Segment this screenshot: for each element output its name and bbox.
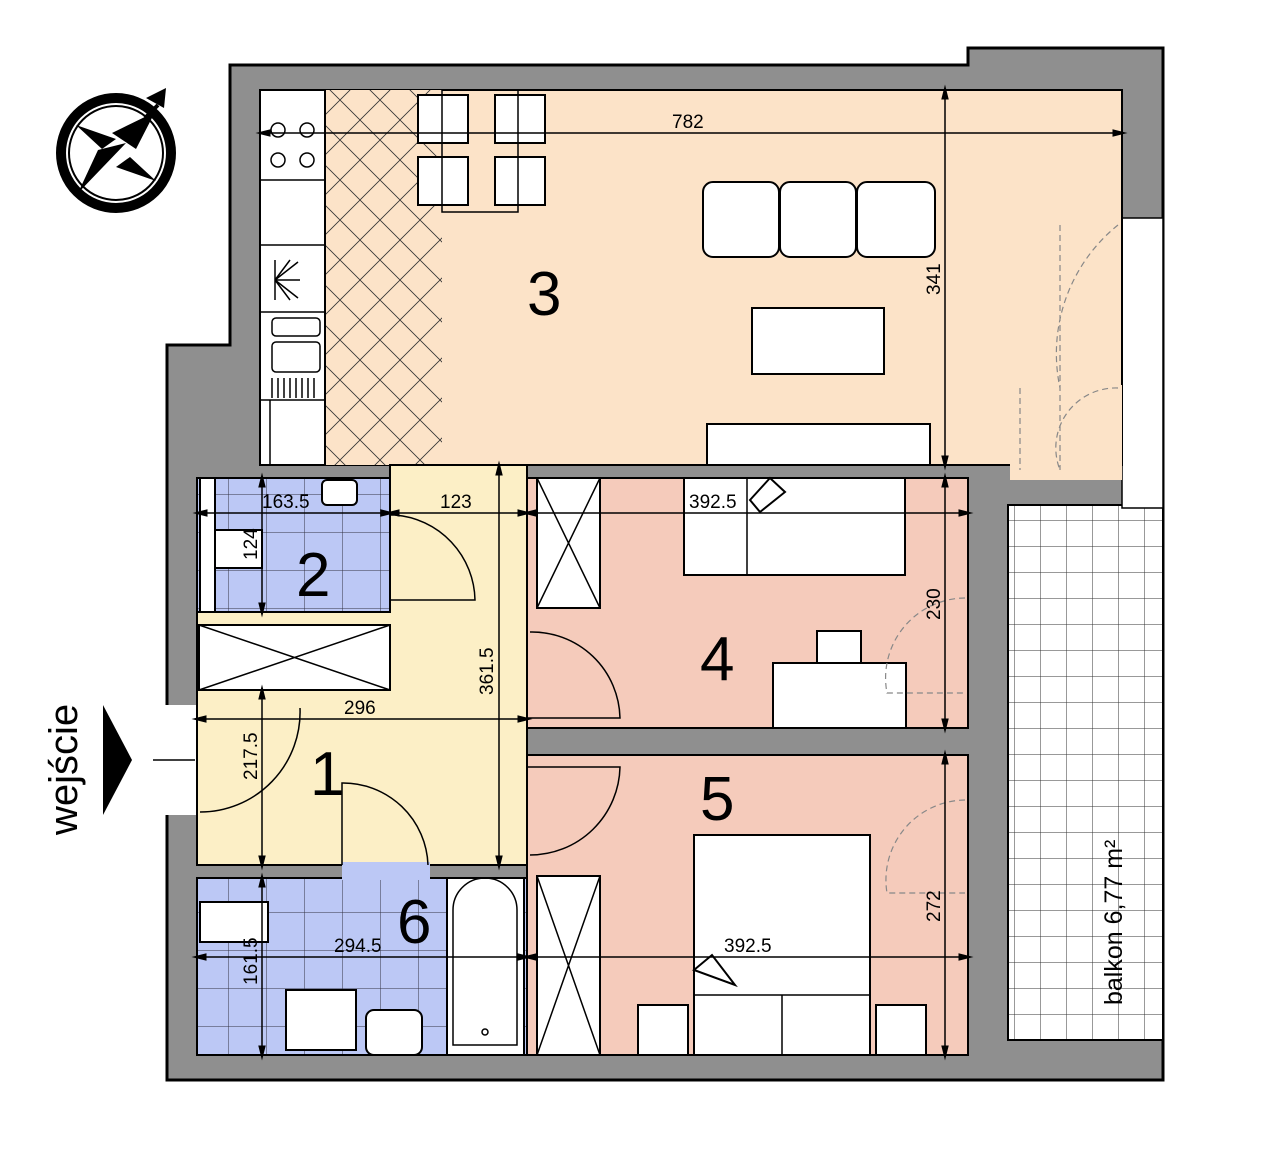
desk xyxy=(772,662,907,729)
nightstand-right xyxy=(875,1004,927,1056)
room-number-4: 4 xyxy=(700,625,734,694)
balcony xyxy=(1007,504,1164,1041)
nightstand-left xyxy=(637,1004,689,1056)
kitchen-counter xyxy=(259,89,326,466)
wardrobe xyxy=(198,624,391,691)
room-4-door-swing xyxy=(527,631,621,719)
dim-room5-depth: 272 xyxy=(924,890,945,922)
wc-washbasin xyxy=(321,479,358,506)
coffee-table xyxy=(751,307,885,375)
dim-hall-top-width: 123 xyxy=(440,492,472,513)
balcony-label: balkon 6,77 m² xyxy=(1100,840,1128,1005)
room-4-bed xyxy=(683,476,906,576)
room-3-extension xyxy=(1010,385,1122,480)
room-5-window-swing xyxy=(885,799,966,894)
balcony-door-swing xyxy=(1019,224,1119,471)
sink-icon xyxy=(271,317,321,398)
entrance-label: wejście xyxy=(42,704,86,836)
room-5-wardrobe xyxy=(536,875,601,1056)
dim-room4-depth: 230 xyxy=(924,588,945,620)
tv-cabinet xyxy=(706,423,931,466)
bathroom-toilet xyxy=(365,1009,423,1056)
dim-bath-depth: 161.5 xyxy=(241,937,262,985)
room-number-3: 3 xyxy=(527,260,561,329)
compass-icon xyxy=(56,88,176,213)
dim-wc-depth: 124 xyxy=(241,528,262,560)
room-number-5: 5 xyxy=(700,765,734,834)
bathroom-door-swing xyxy=(341,782,429,866)
room-number-1: 1 xyxy=(310,740,344,809)
dim-room5-width: 392.5 xyxy=(724,936,772,957)
dim-room4-width: 392.5 xyxy=(689,492,737,513)
desk-chair xyxy=(816,630,862,664)
kitchen-tile-floor xyxy=(325,90,442,465)
dim-bath-width: 294.5 xyxy=(334,936,382,957)
bathroom-sink xyxy=(285,989,357,1051)
wc-installation xyxy=(199,477,216,613)
dining-table xyxy=(417,89,546,213)
entrance-door-swing xyxy=(199,707,301,813)
dim-hall-depth: 361.5 xyxy=(477,647,498,695)
room-4-wardrobe xyxy=(536,477,601,609)
dim-hall-entry-depth: 217.5 xyxy=(241,732,262,780)
entrance-arrow-icon xyxy=(103,705,132,815)
double-bed xyxy=(692,834,871,1056)
balcony-window-strip xyxy=(1121,217,1164,509)
bathroom-doorway xyxy=(342,862,430,880)
dishwasher-icon xyxy=(274,259,300,301)
sofa xyxy=(702,181,936,258)
dim-hall-width: 296 xyxy=(344,698,376,719)
room-5-door-swing xyxy=(527,766,621,856)
bathtub xyxy=(446,877,525,1056)
room-4-window-swing xyxy=(884,597,966,694)
room-number-6: 6 xyxy=(397,888,431,957)
dim-living-width: 782 xyxy=(672,112,704,133)
washing-machine xyxy=(199,901,269,943)
dim-wc-width: 163.5 xyxy=(262,492,310,513)
room-number-2: 2 xyxy=(296,541,330,610)
dim-living-depth: 341 xyxy=(924,263,945,295)
